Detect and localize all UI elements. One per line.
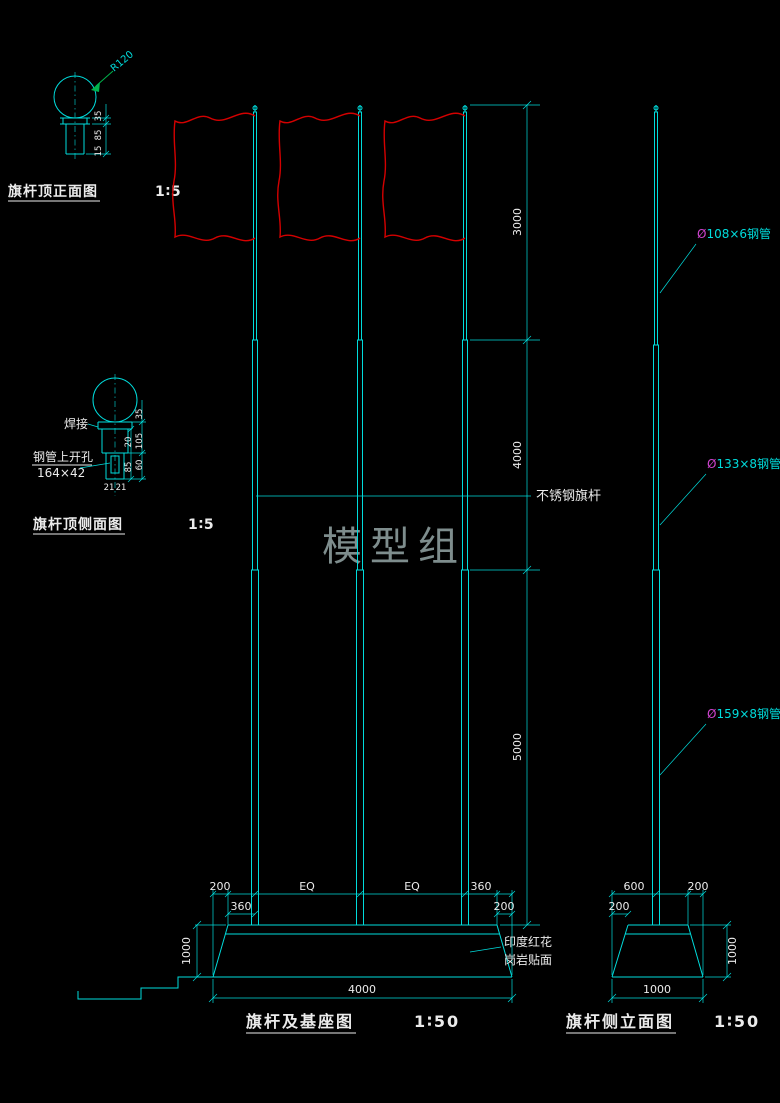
pipe-label-3: Ø159×8钢管 [707, 706, 780, 721]
watermark-text: 模型组 [322, 524, 466, 570]
dim-200-row2-left: 200 [609, 900, 630, 913]
dim-105: 105 [135, 433, 145, 449]
granite-label-line2: 岗岩贴面 [504, 952, 552, 967]
pipe-size-1: 108×6钢管 [706, 226, 771, 241]
base-outline [212, 924, 513, 978]
side-pole [652, 105, 660, 926]
dim-600: 600 [624, 880, 645, 893]
dim-85: 85 [94, 130, 104, 141]
detail-side-scale: 1∶5 [188, 517, 215, 533]
pipe-label-1: Ø108×6钢管 [697, 226, 771, 241]
weld-label: 焊接 [64, 416, 88, 431]
pole-material-label: 不锈钢旗杆 [536, 488, 601, 504]
phi-symbol: Ø [697, 227, 706, 241]
finial-ball-3 [462, 105, 468, 111]
detail-front-view: R120 35 85 15 旗杆顶正面图 1∶5 [8, 49, 182, 202]
pole-1 [251, 105, 259, 926]
dim-eq2: EQ [404, 880, 420, 893]
side-finial-ball [653, 105, 659, 111]
side-title: 旗杆侧立面图 [566, 1012, 674, 1031]
pipe-size-2: 133×8钢管 [716, 456, 780, 471]
finial-ball-2 [357, 105, 363, 111]
dim-21-right: 21 [116, 483, 127, 493]
finial-stem-outline [97, 421, 133, 480]
dim-20: 20 [124, 437, 134, 448]
side-base-dim-lines [608, 890, 707, 975]
flag-3 [382, 112, 466, 242]
dim-60: 60 [135, 460, 145, 471]
side-base-outline [611, 924, 704, 978]
side-scale: 1∶50 [714, 1012, 760, 1031]
flag-1 [172, 112, 256, 242]
height-dim-lines [470, 100, 540, 930]
radius-dimension: R120 [109, 49, 136, 74]
dim-21-left: 21 [104, 483, 115, 493]
ground-step-line [77, 976, 213, 1000]
base-dim-lines [209, 890, 516, 975]
main-scale: 1∶50 [414, 1012, 460, 1031]
detail-front-title: 旗杆顶正面图 [8, 183, 98, 200]
dim-200-right: 200 [494, 900, 515, 913]
phi-symbol: Ø [707, 457, 716, 471]
pipe-size-3: 159×8钢管 [716, 706, 780, 721]
dim-360-left: 360 [231, 900, 252, 913]
pipe-label-leaders [659, 243, 707, 776]
dim-5000: 5000 [511, 733, 524, 761]
phi-symbol: Ø [707, 707, 716, 721]
finial-ball-1 [252, 105, 258, 111]
hole-label: 钢管上开孔 [33, 449, 93, 464]
pipe-label-2: Ø133×8钢管 [707, 456, 780, 471]
dim-1000-side-width: 1000 [643, 983, 671, 996]
detail-side-title: 旗杆顶侧面图 [33, 516, 123, 533]
pole-2 [356, 105, 364, 926]
pipe-hole-outline [110, 455, 120, 474]
dim-200-top-right: 200 [688, 880, 709, 893]
main-elevation: 3000 4000 5000 不锈钢旗杆 200 EQ EQ 360 360 2… [77, 100, 601, 1034]
dim-1000-side-height: 1000 [726, 937, 739, 965]
granite-leader [469, 946, 502, 953]
detail-side-dim-lines [124, 400, 146, 483]
dim-35: 35 [135, 409, 145, 420]
dim-3000: 3000 [511, 208, 524, 236]
side-base-height-dim [690, 920, 732, 982]
side-base-width-dim [607, 979, 708, 1003]
dim-4000-base-width: 4000 [348, 983, 376, 996]
side-elevation: Ø108×6钢管 Ø133×8钢管 Ø159×8钢管 600 200 200 1… [566, 105, 780, 1034]
granite-label-line1: 印度红花 [504, 934, 552, 949]
dim-360-right: 360 [471, 880, 492, 893]
dim-4000: 4000 [511, 441, 524, 469]
dim-eq1: EQ [299, 880, 315, 893]
radius-arrowhead [91, 82, 100, 92]
hole-size: 164×42 [37, 466, 85, 480]
dim-1000-base-height: 1000 [180, 937, 193, 965]
base-width-dim [208, 979, 517, 1003]
dim-85: 85 [124, 462, 134, 473]
main-title: 旗杆及基座图 [246, 1012, 354, 1031]
base-height-dim [192, 920, 226, 982]
hole-leader [79, 462, 111, 469]
finial-collar-outline [60, 117, 90, 155]
dim-15: 15 [94, 146, 104, 157]
pole-finials [252, 105, 468, 111]
detail-front-dim-lines [86, 104, 111, 158]
flag-2 [277, 112, 361, 242]
detail-front-scale: 1∶5 [155, 184, 182, 200]
dim-35: 35 [94, 111, 104, 122]
pole-3 [461, 105, 469, 926]
detail-side-view: 焊接 钢管上开孔 164×42 35 105 60 20 85 21 21 旗杆… [32, 374, 215, 535]
weld-leader [87, 423, 99, 428]
dim-200-left: 200 [210, 880, 231, 893]
